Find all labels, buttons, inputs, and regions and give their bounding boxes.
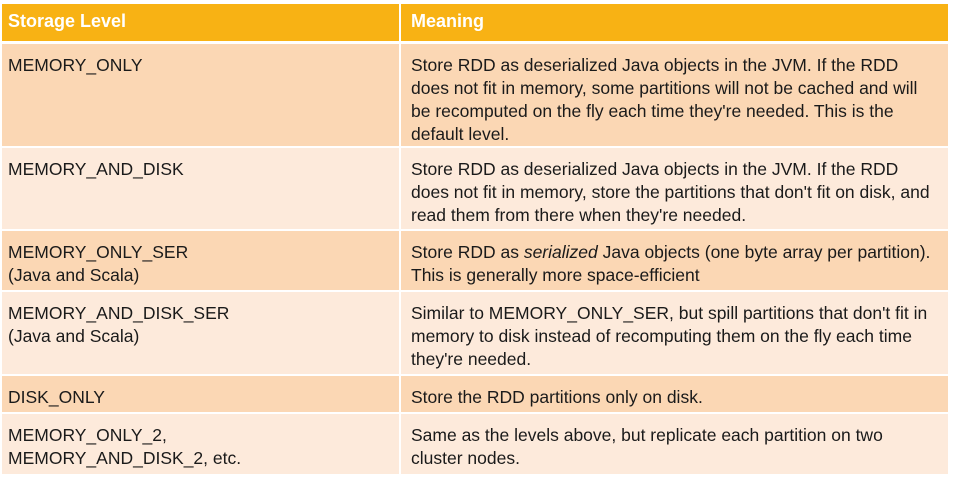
storage-level-name: MEMORY_ONLY_2, [8,424,167,445]
storage-level-cell: MEMORY_AND_DISK_SER (Java and Scala) [2,290,401,376]
meaning-text: Store RDD as [411,241,524,262]
meaning-text: Store RDD as deserialized Java objects i… [411,158,930,225]
meaning-cell: Similar to MEMORY_ONLY_SER, but spill pa… [400,290,948,376]
meaning-emphasis: serialized [523,241,598,262]
storage-level-cell: MEMORY_ONLY_SER (Java and Scala) [2,229,401,292]
storage-level-note: (Java and Scala) [8,264,140,285]
meaning-cell: Store RDD as serialized Java objects (on… [400,229,948,292]
meaning-text: Same as the levels above, but replicate … [411,424,883,468]
table-row: DISK_ONLY Store the RDD partitions only … [2,374,948,414]
storage-level-name: MEMORY_ONLY_SER [8,241,189,262]
meaning-cell: Store the RDD partitions only on disk. [400,374,948,414]
meaning-cell: Same as the levels above, but replicate … [400,412,948,476]
header-meaning: Meaning [400,4,948,44]
meaning-text-tail: Java objects (one byte array per partiti… [411,241,931,285]
storage-level-cell: MEMORY_ONLY [2,42,401,148]
table-header-row: Storage Level Meaning [2,4,948,44]
storage-level-name: MEMORY_AND_DISK_SER [8,302,230,323]
header-storage-level: Storage Level [2,4,401,44]
storage-level-note: MEMORY_AND_DISK_2, etc. [8,447,242,468]
table-row: MEMORY_AND_DISK Store RDD as deserialize… [2,146,948,231]
storage-level-cell: MEMORY_AND_DISK [2,146,401,231]
storage-level-name: MEMORY_AND_DISK [8,158,184,179]
table-row: MEMORY_AND_DISK_SER (Java and Scala) Sim… [2,290,948,376]
meaning-cell: Store RDD as deserialized Java objects i… [400,42,948,148]
table-row: MEMORY_ONLY_SER (Java and Scala) Store R… [2,229,948,292]
storage-level-name: MEMORY_ONLY [8,54,143,75]
table-row: MEMORY_ONLY_2, MEMORY_AND_DISK_2, etc. S… [2,412,948,476]
storage-level-cell: MEMORY_ONLY_2, MEMORY_AND_DISK_2, etc. [2,412,401,476]
storage-level-note: (Java and Scala) [8,325,140,346]
meaning-text: Store the RDD partitions only on disk. [411,386,703,407]
meaning-text: Store RDD as deserialized Java objects i… [411,54,918,144]
storage-level-cell: DISK_ONLY [2,374,401,414]
storage-level-name: DISK_ONLY [8,386,105,407]
table-row: MEMORY_ONLY Store RDD as deserialized Ja… [2,42,948,148]
storage-levels-table: Storage Level Meaning MEMORY_ONLY Store … [2,4,948,476]
meaning-text: Similar to MEMORY_ONLY_SER, but spill pa… [411,302,928,369]
meaning-cell: Store RDD as deserialized Java objects i… [400,146,948,231]
